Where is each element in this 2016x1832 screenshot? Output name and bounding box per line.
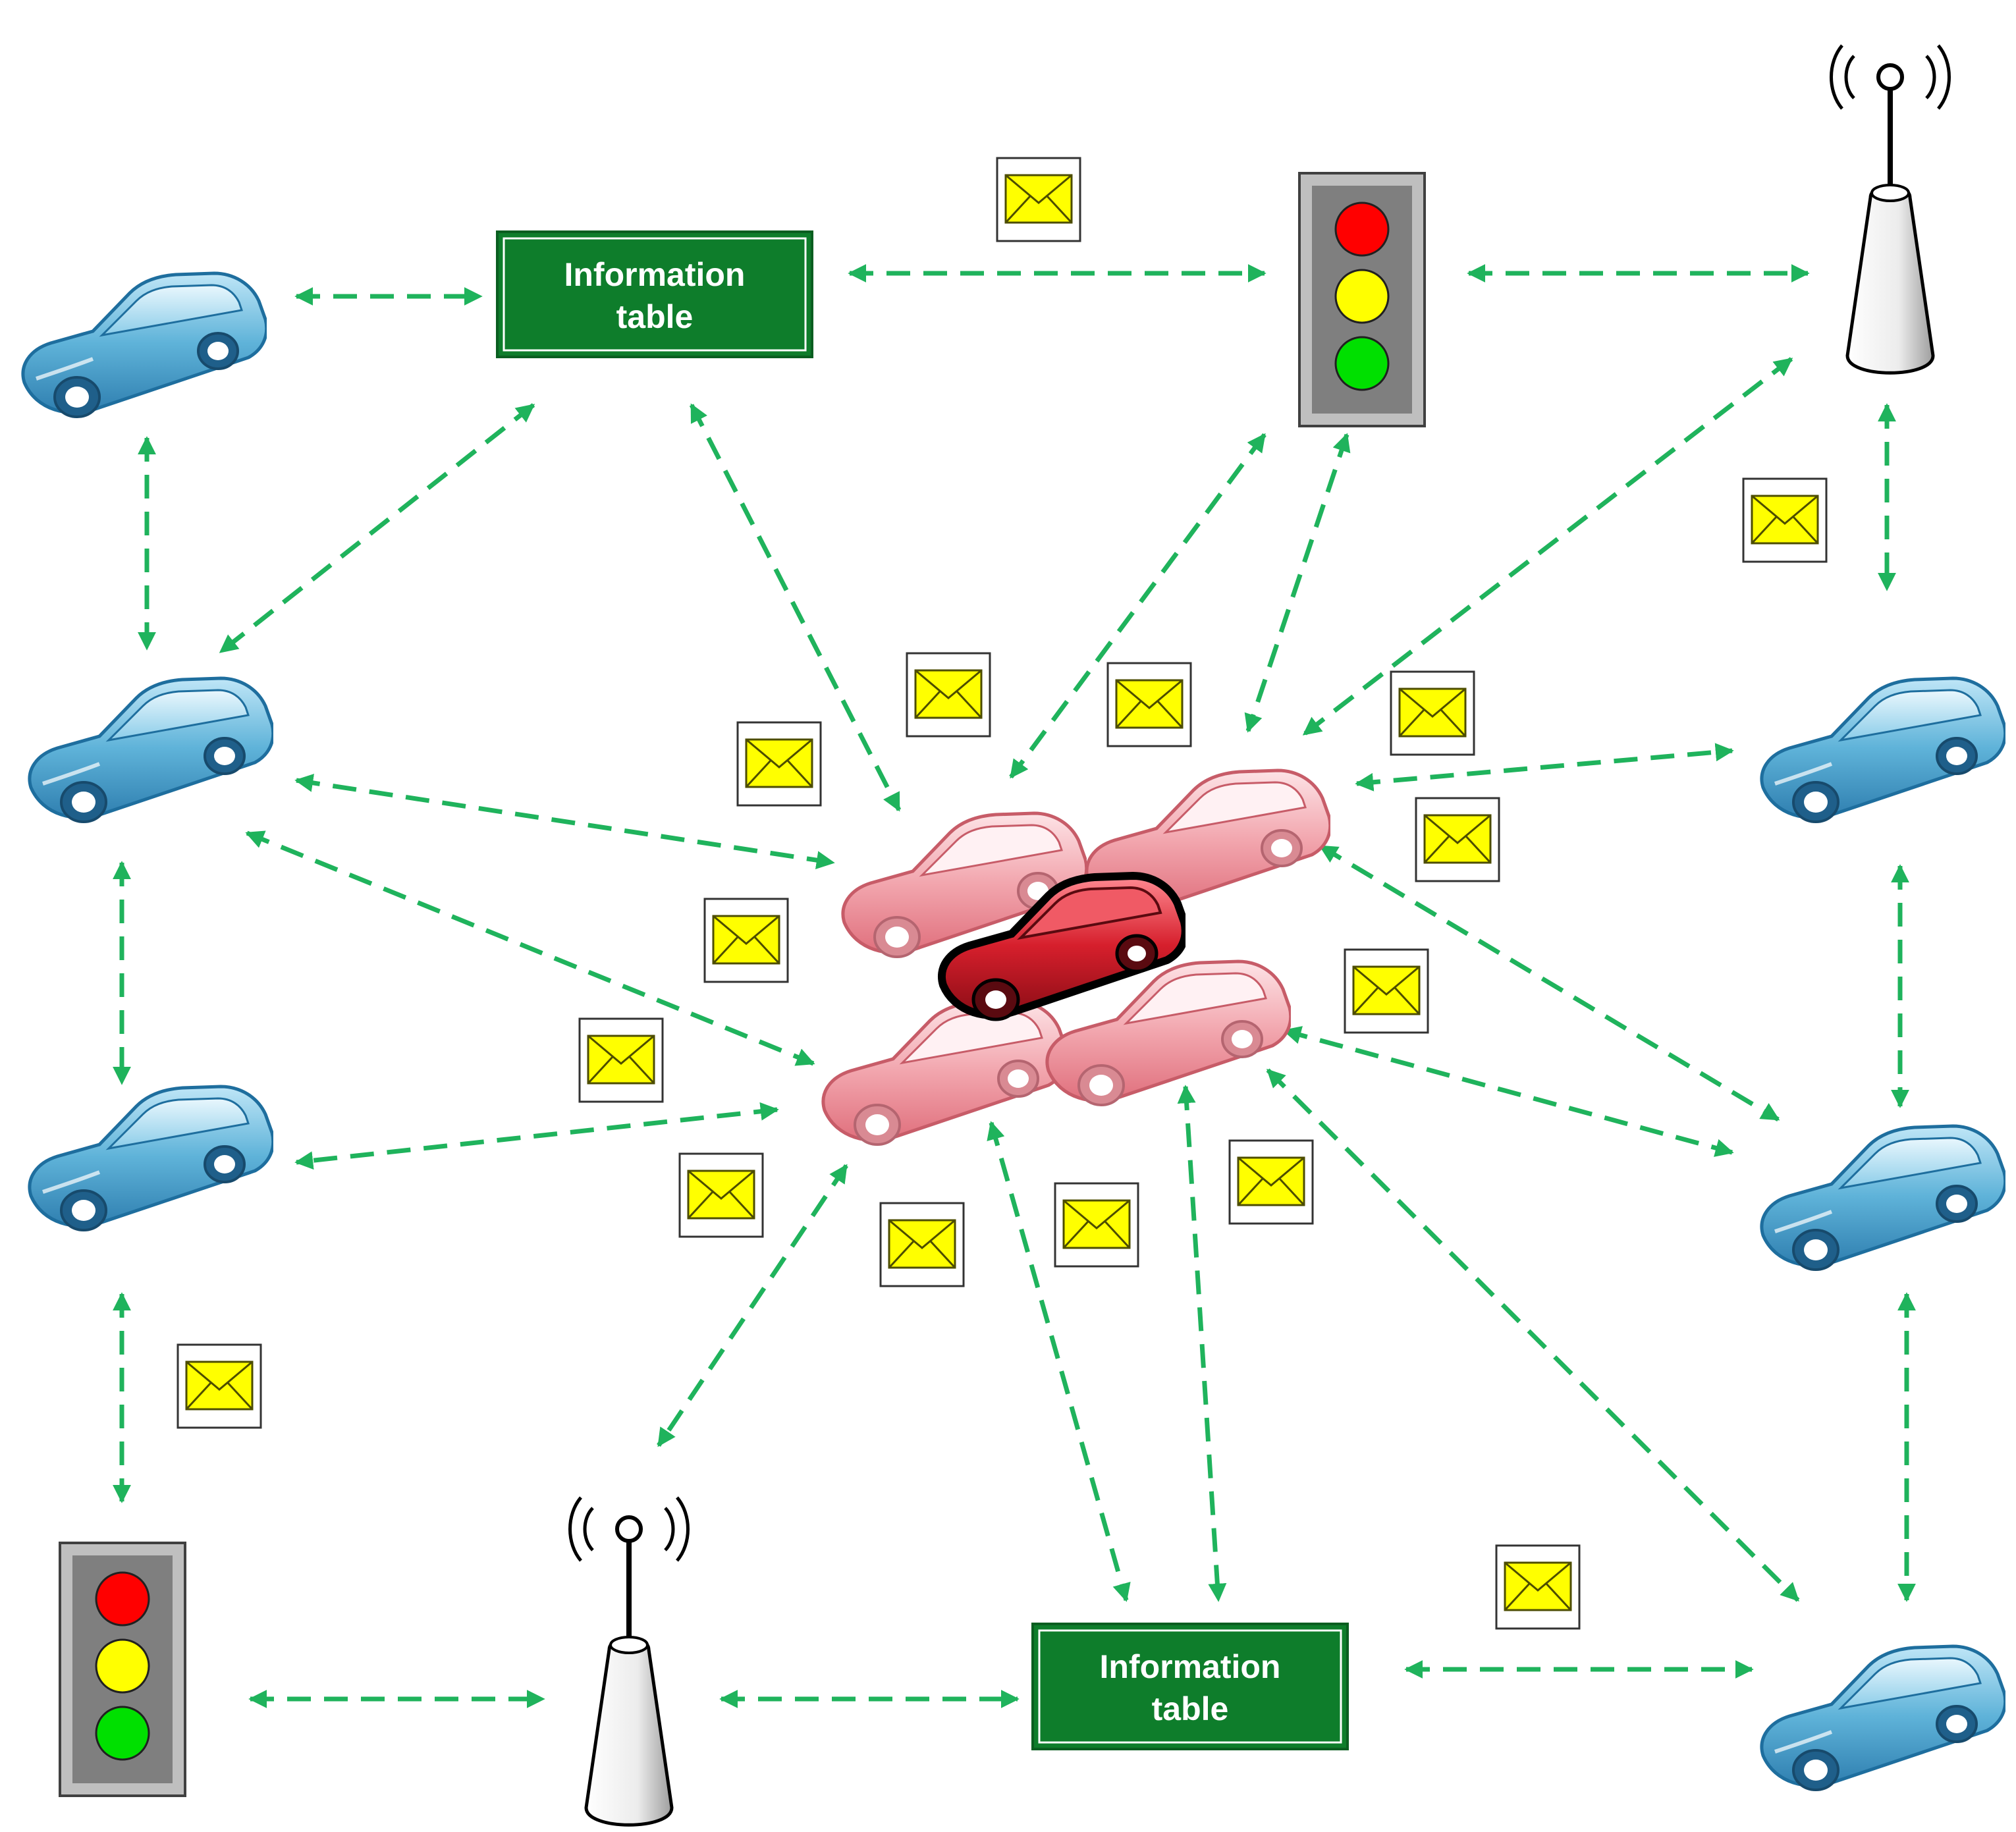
link-infotable1-car2: [219, 403, 535, 654]
antenna-tower-icon: [1832, 45, 1949, 373]
information-table-bottom: Information table: [1031, 1623, 1349, 1750]
envelope-icon: [578, 1017, 664, 1103]
envelope-icon: [1344, 948, 1429, 1034]
information-table-top-line2: table: [616, 298, 694, 335]
envelope-icon: [1415, 797, 1500, 882]
car-icon: [30, 1087, 273, 1230]
car-icon: [30, 678, 273, 822]
link-center-infotable2-a: [987, 1121, 1131, 1602]
link-trafficlight1-center-b: [1244, 433, 1351, 733]
link-tower1-center: [1302, 357, 1793, 736]
envelope-icon: [1054, 1182, 1139, 1268]
car-icon: [1762, 1126, 2005, 1270]
envelope-icon: [906, 652, 991, 738]
envelope-icon: [678, 1152, 764, 1238]
envelope-icon: [1228, 1139, 1314, 1225]
link-center-tower2: [657, 1164, 848, 1447]
car-icon: [823, 1001, 1067, 1145]
links-layer: [113, 264, 1916, 1708]
traffic-light-icon: [59, 1542, 186, 1797]
information-table-top: Information table: [496, 230, 813, 358]
link-center-infotable2-b: [1177, 1085, 1227, 1602]
link-center-car5-b: [1282, 1026, 1734, 1157]
envelope-icon: [996, 157, 1081, 242]
information-table-top-line1: Information: [564, 256, 746, 293]
envelope-icon: [879, 1202, 965, 1287]
car-icon: [1762, 678, 2005, 822]
envelope-icon: [736, 721, 822, 807]
envelope-icon: [1106, 662, 1192, 747]
envelope-icon: [703, 898, 789, 983]
link-infotable1-center: [689, 403, 902, 812]
link-car2-center-b: [245, 830, 815, 1066]
link-center-car3: [1355, 743, 1734, 792]
envelope-icon: [1495, 1544, 1581, 1630]
antenna-tower-icon: [570, 1497, 688, 1825]
information-table-bottom-line2: table: [1152, 1690, 1229, 1727]
link-center-car6: [1266, 1068, 1800, 1602]
link-trafficlight1-center-a: [1009, 433, 1267, 779]
link-center-car4: [294, 1102, 779, 1170]
car-icon: [23, 273, 267, 417]
information-table-bottom-line1: Information: [1100, 1648, 1281, 1685]
central-car-cluster: [823, 770, 1330, 1145]
traffic-light-icon: [1298, 172, 1426, 427]
envelope-icon: [1390, 670, 1475, 756]
envelope-icon: [177, 1343, 262, 1429]
car-icon: [1762, 1646, 2005, 1790]
envelope-icon: [1742, 477, 1828, 563]
